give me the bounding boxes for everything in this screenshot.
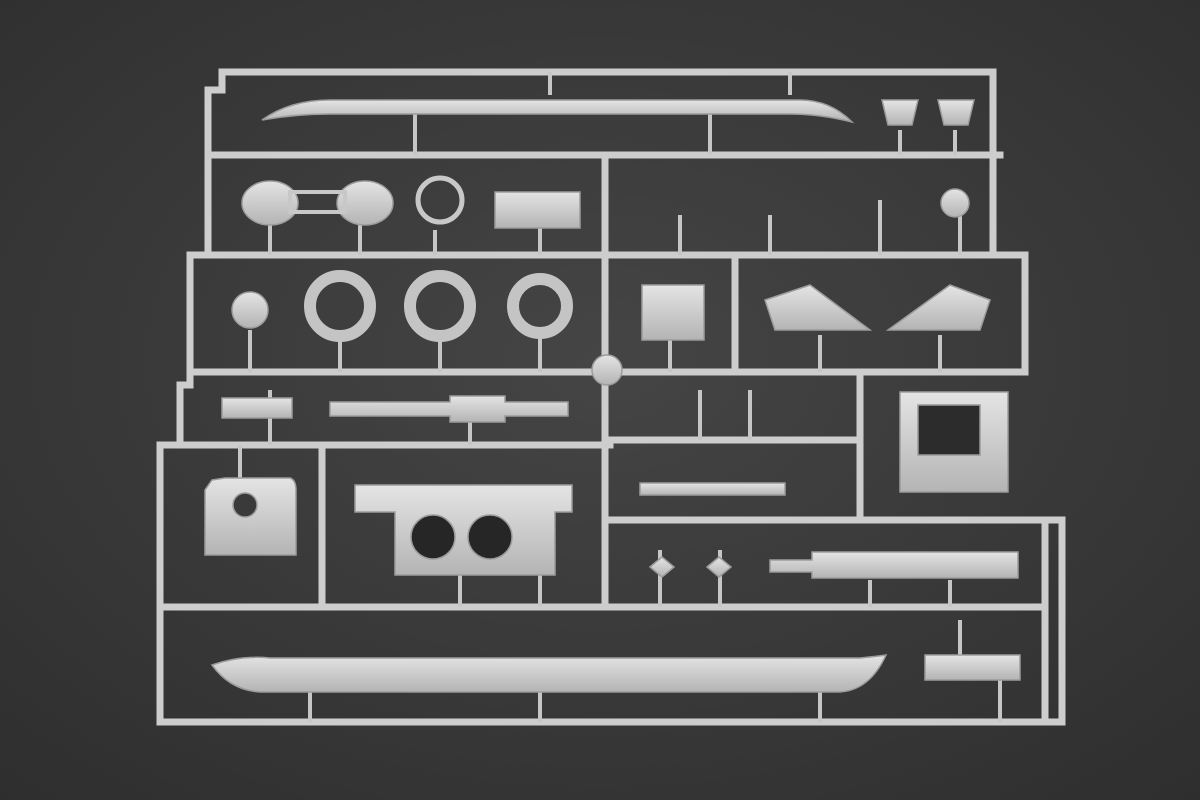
part-wedge-right	[885, 284, 991, 331]
part-bar	[639, 482, 786, 496]
part-cup-left	[241, 180, 299, 226]
part-mantlet-hole	[232, 492, 258, 518]
part-hull-plate	[354, 484, 573, 576]
part-bracket-2	[937, 99, 975, 126]
part-bottom-rail	[210, 654, 888, 693]
sprue-frame	[156, 68, 1066, 726]
part-diamond-2	[705, 556, 733, 578]
part-cup-right	[336, 180, 394, 226]
part-bracket-1	[881, 99, 919, 126]
part-wheel-spokes	[415, 175, 465, 225]
part-ring-3	[507, 273, 573, 339]
part-hull-hole-1	[410, 514, 456, 560]
part-track-links	[641, 284, 705, 341]
part-dome	[231, 291, 269, 329]
part-top-rail	[261, 99, 855, 124]
part-small-plate	[924, 654, 1021, 681]
part-block	[494, 191, 581, 229]
sprue-gates	[238, 72, 1002, 722]
part-barrel-lower	[769, 551, 1019, 579]
kit-parts	[204, 99, 1021, 693]
part-ring-1	[304, 270, 376, 342]
part-spring	[221, 397, 293, 419]
sprue-center-tag	[591, 354, 623, 386]
part-wedge-left	[764, 284, 873, 331]
part-knob	[940, 188, 970, 218]
part-diamond-1	[648, 556, 676, 578]
part-hatch-window	[917, 404, 981, 456]
part-hull-hole-2	[467, 514, 513, 560]
part-ring-2	[404, 270, 476, 342]
part-barrel-upper	[329, 395, 569, 423]
part-cup-link	[288, 190, 347, 214]
